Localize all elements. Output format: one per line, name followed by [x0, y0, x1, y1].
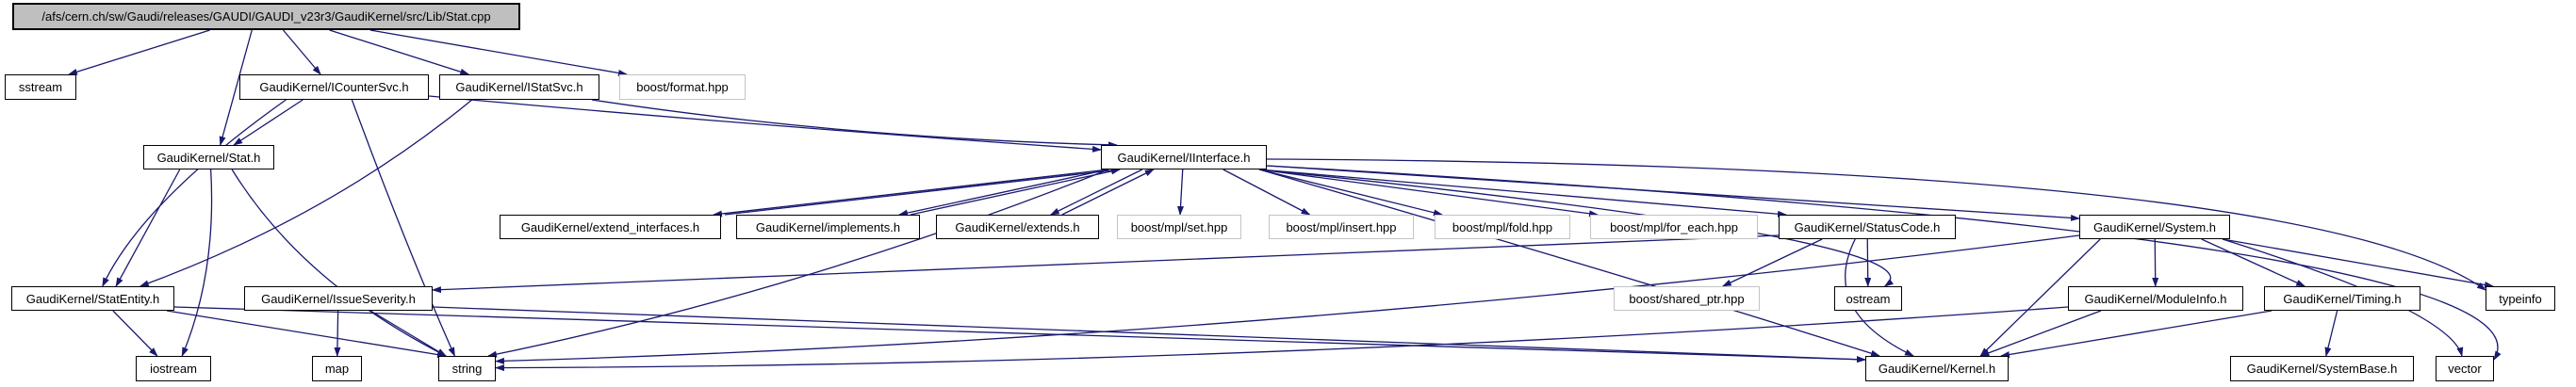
edge-iinterface-to-mpl_set: [1177, 169, 1185, 216]
edge-system-to-timing: [2201, 238, 2306, 287]
edge-stat_cpp-to-sstream: [68, 29, 210, 75]
edge-iinterface-to-mpl_for_each: [1258, 169, 1599, 218]
node-stat_h[interactable]: GaudiKernel/Stat.h: [143, 145, 274, 169]
node-systembase[interactable]: GaudiKernel/SystemBase.h: [2230, 356, 2414, 381]
node-istatsvc[interactable]: GaudiKernel/IStatSvc.h: [439, 74, 599, 100]
edge-icountersvc-to-statentity: [102, 99, 287, 287]
node-issueseverity[interactable]: GaudiKernel/IssueSeverity.h: [244, 286, 433, 311]
edge-extend_interfaces-to-iinterface: [724, 167, 1121, 216]
edge-icountersvc-to-stat_h: [233, 99, 304, 146]
node-stat_cpp: /afs/cern.ch/sw/Gaudi/releases/GAUDI/GAU…: [12, 3, 520, 30]
node-format: boost/format.hpp: [619, 74, 746, 100]
edge-statentity-to-string: [166, 310, 447, 359]
edge-system-to-string: [495, 234, 2080, 364]
edge-moduleinfo-to-kernel: [1979, 310, 2102, 357]
node-sstream: sstream: [5, 74, 76, 100]
node-mpl_for_each: boost/mpl/for_each.hpp: [1590, 215, 1758, 239]
edge-extends-to-iinterface: [1061, 169, 1155, 216]
edge-timing-to-systembase: [2324, 310, 2338, 357]
node-extends[interactable]: GaudiKernel/extends.h: [936, 215, 1099, 239]
node-mpl_fold: boost/mpl/fold.hpp: [1435, 215, 1570, 239]
node-shared_ptr: boost/shared_ptr.hpp: [1614, 286, 1760, 311]
edge-iinterface-to-mpl_insert: [1222, 169, 1311, 216]
node-vector: vector: [2436, 356, 2494, 381]
edge-istatsvc-to-statentity: [139, 99, 473, 287]
node-mpl_insert: boost/mpl/insert.hpp: [1269, 215, 1414, 239]
edge-stat_cpp-to-format: [369, 29, 628, 76]
node-system[interactable]: GaudiKernel/System.h: [2079, 215, 2230, 239]
edge-system-to-kernel: [1979, 238, 2101, 357]
edge-iinterface-to-ostream: [1258, 169, 1894, 287]
node-icountersvc[interactable]: GaudiKernel/ICounterSvc.h: [239, 74, 429, 100]
edge-issueseverity-to-kernel: [432, 306, 1866, 363]
edge-stat_cpp-to-istatsvc: [329, 29, 470, 75]
node-map: map: [312, 356, 362, 381]
edge-issueseverity-to-map: [334, 310, 341, 357]
edge-iinterface-to-implements: [898, 169, 1109, 217]
node-kernel[interactable]: GaudiKernel/Kernel.h: [1865, 356, 2009, 381]
node-statentity[interactable]: GaudiKernel/StatEntity.h: [11, 286, 174, 311]
node-iostream: iostream: [136, 356, 211, 381]
edge-icountersvc-to-string: [351, 99, 455, 357]
edge-stat_h-to-statentity: [115, 169, 181, 287]
edge-iinterface-to-typeinfo: [1266, 158, 2486, 291]
node-mpl_set: boost/mpl/set.hpp: [1117, 215, 1241, 239]
edge-iinterface-to-mpl_fold: [1258, 169, 1443, 217]
node-extend_interfaces[interactable]: GaudiKernel/extend_interfaces.h: [500, 215, 721, 239]
node-statuscode[interactable]: GaudiKernel/StatusCode.h: [1779, 215, 1956, 239]
node-implements[interactable]: GaudiKernel/implements.h: [736, 215, 920, 239]
edge-statentity-to-iostream: [112, 310, 158, 357]
edge-system-to-typeinfo: [2222, 238, 2494, 288]
edge-statentity-to-kernel: [173, 306, 1866, 363]
edge-iinterface-to-vector: [1266, 165, 2502, 361]
edge-icountersvc-to-iinterface: [428, 95, 1102, 153]
edge-implements-to-iinterface: [910, 168, 1121, 216]
edge-timing-to-kernel: [2000, 310, 2272, 358]
edge-moduleinfo-to-string: [495, 306, 2069, 372]
node-typeinfo: typeinfo: [2486, 286, 2555, 311]
edge-statuscode-to-ostream: [1864, 238, 1872, 287]
edge-istatsvc-to-iinterface: [591, 99, 1118, 149]
edge-iinterface-to-statuscode: [1258, 169, 1787, 218]
node-iinterface[interactable]: GaudiKernel/IInterface.h: [1101, 145, 1267, 169]
edge-stat_h-to-iostream: [181, 169, 213, 357]
edge-iinterface-to-extends: [1049, 169, 1143, 216]
edge-stat_cpp-to-icountersvc: [283, 29, 321, 75]
node-timing[interactable]: GaudiKernel/Timing.h: [2264, 286, 2420, 311]
node-string: string: [438, 356, 496, 381]
edge-iinterface-to-kernel: [1258, 169, 1880, 357]
edge-issueseverity-to-string: [369, 310, 447, 357]
edge-statuscode-to-issueseverity: [432, 234, 1780, 294]
node-ostream: ostream: [1834, 286, 1902, 311]
edge-stat_h-to-string: [231, 169, 447, 357]
edge-stat_cpp-to-stat_h: [219, 29, 253, 146]
edge-iinterface-to-extend_interfaces: [713, 169, 1109, 218]
edge-iinterface-to-string: [487, 169, 1109, 358]
edge-statuscode-to-shared_ptr: [1721, 238, 1823, 287]
node-moduleinfo[interactable]: GaudiKernel/ModuleInfo.h: [2068, 286, 2243, 311]
edge-system-to-moduleinfo: [2152, 238, 2159, 287]
